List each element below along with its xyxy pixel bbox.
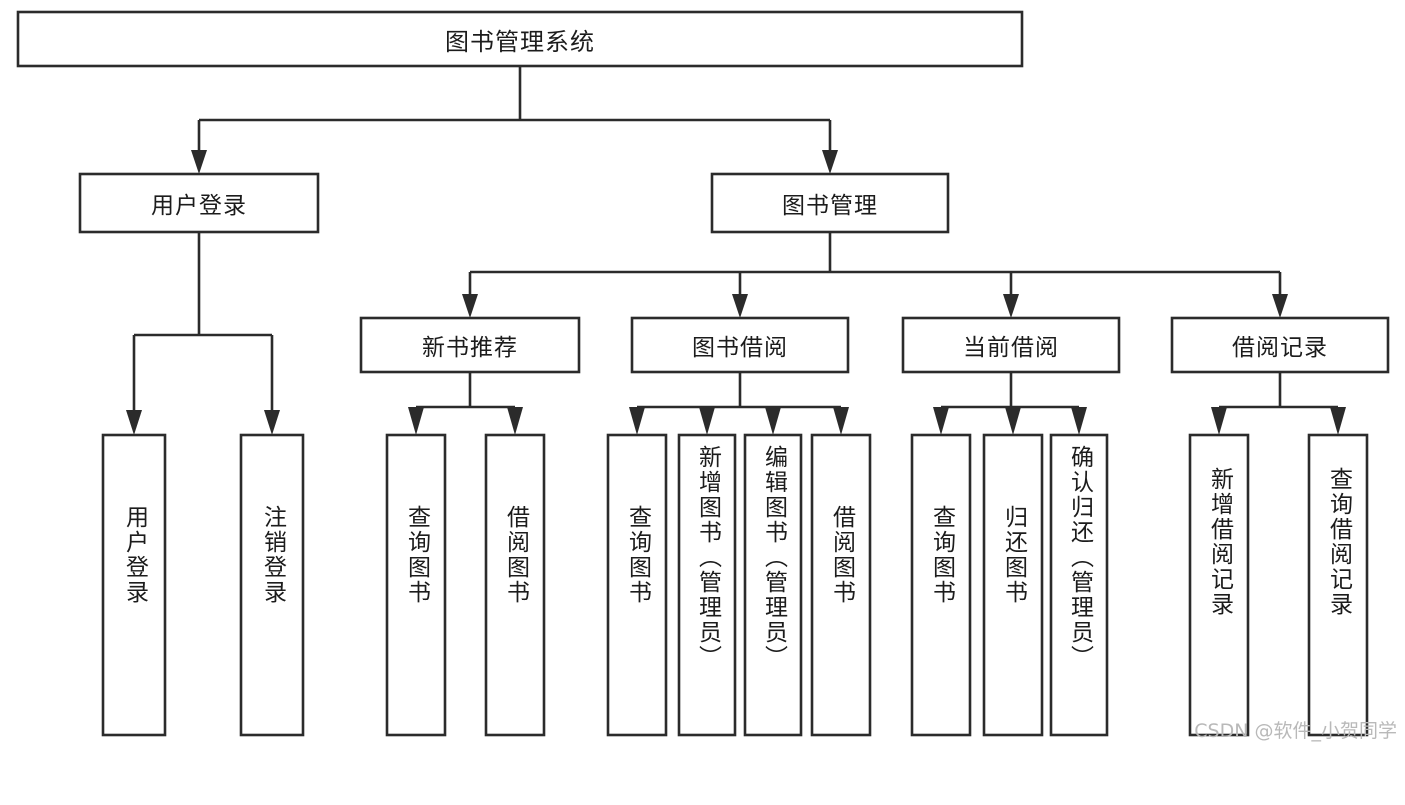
- node-box-borrow[interactable]: [630, 316, 850, 374]
- arrow-head-record: [1272, 294, 1288, 318]
- connector-group-borrow: [629, 372, 849, 435]
- node-box-leaf-bb-edit[interactable]: [743, 433, 803, 737]
- flowchart-diagram: 图书管理系统 用户登录 图书管理 新书推荐 图书借阅 当前借阅 借阅记录 用户登…: [16, 10, 1397, 742]
- connector-group-new-book: [408, 372, 523, 435]
- arrow-head-nb-borrow: [507, 407, 523, 435]
- node-box-leaf-rec-add[interactable]: [1188, 433, 1250, 737]
- node-box-leaf-cur-return[interactable]: [982, 433, 1044, 737]
- arrow-head-cur-return: [1005, 407, 1021, 435]
- arrow-head-bb-edit: [765, 407, 781, 435]
- connector-group-record: [1211, 372, 1346, 435]
- node-box-new-book[interactable]: [359, 316, 581, 374]
- node-box-leaf-nb-borrow[interactable]: [484, 433, 546, 737]
- arrow-head-l-user-logout: [264, 410, 280, 435]
- node-box-leaf-bb-borrow[interactable]: [810, 433, 872, 737]
- connector-group-root: [191, 66, 838, 174]
- arrow-head-borrow: [732, 294, 748, 318]
- node-box-leaf-user-login[interactable]: [101, 433, 167, 737]
- node-box-leaf-cur-confirm[interactable]: [1049, 433, 1109, 737]
- arrow-head-new-book: [462, 294, 478, 318]
- arrow-head-current: [1003, 294, 1019, 318]
- arrow-head-bb-query: [629, 407, 645, 435]
- node-box-leaf-user-logout[interactable]: [239, 433, 305, 737]
- arrow-head-user-login: [191, 150, 207, 174]
- node-box-leaf-rec-query[interactable]: [1307, 433, 1369, 737]
- connector-group-current: [933, 372, 1087, 435]
- node-box-user-login[interactable]: [78, 172, 320, 234]
- connector-group-book-mgmt: [462, 232, 1288, 318]
- flowchart-canvas: [16, 10, 1390, 737]
- arrow-head-cur-confirm: [1071, 407, 1087, 435]
- arrow-head-cur-query: [933, 407, 949, 435]
- arrow-head-book-mgmt: [822, 150, 838, 174]
- node-box-leaf-bb-query[interactable]: [606, 433, 668, 737]
- connector-group-user-login: [126, 232, 280, 435]
- node-box-leaf-bb-add[interactable]: [677, 433, 737, 737]
- node-box-book-mgmt[interactable]: [710, 172, 950, 234]
- arrow-head-nb-query: [408, 407, 424, 435]
- node-box-leaf-nb-query[interactable]: [385, 433, 447, 737]
- node-box-root[interactable]: [16, 10, 1024, 68]
- arrow-head-bb-borrow: [833, 407, 849, 435]
- node-box-current[interactable]: [901, 316, 1121, 374]
- node-box-record[interactable]: [1170, 316, 1390, 374]
- node-box-leaf-cur-query[interactable]: [910, 433, 972, 737]
- arrow-head-bb-add: [699, 407, 715, 435]
- arrow-head-rec-query: [1330, 407, 1346, 435]
- arrow-head-l-user-login: [126, 410, 142, 435]
- arrow-head-rec-add: [1211, 407, 1227, 435]
